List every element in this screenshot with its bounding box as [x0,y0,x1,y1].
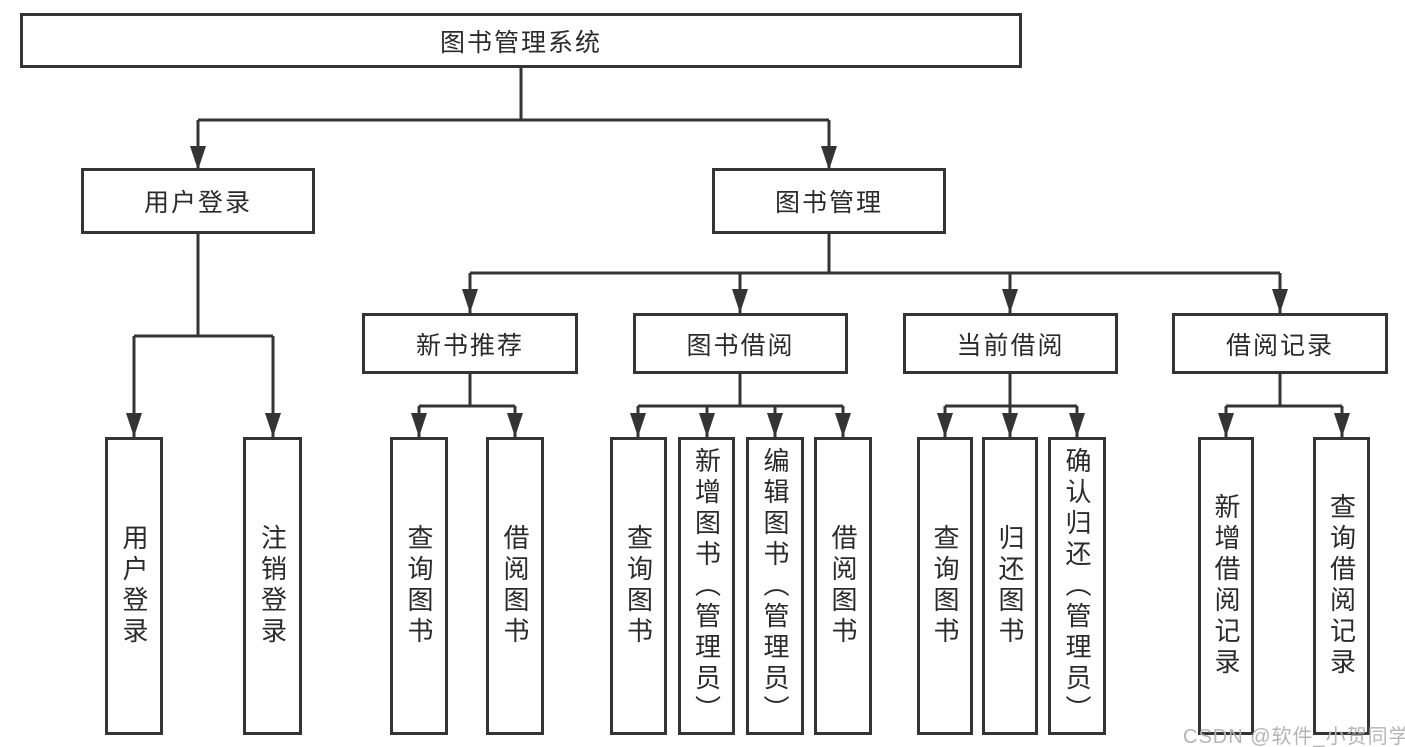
leaf-query-borrow-record-label: 查询借阅记录 [1326,493,1357,679]
leaf-logout-label: 注销登录 [257,524,288,648]
leaf-borrow-books-recommend: 借阅图书 [486,437,544,735]
leaf-query-books-recommend: 查询图书 [390,437,448,735]
arrowhead-icons [126,146,1350,437]
leaf-confirm-return-admin: 确认归还（管理员） [1048,437,1106,735]
node-borrowing-records: 借阅记录 [1172,313,1388,374]
leaf-query-books-borrowing: 查询图书 [610,437,667,735]
leaf-borrow-books-recommend-label: 借阅图书 [500,524,530,648]
leaf-query-books-recommend-label: 查询图书 [404,524,434,648]
leaf-query-books-current-label: 查询图书 [930,524,960,648]
node-book-management: 图书管理 [712,168,946,234]
node-new-book-recommend-label: 新书推荐 [415,331,524,360]
leaf-query-books-borrowing-label: 查询图书 [623,524,654,648]
leaf-return-books-label: 归还图书 [995,524,1025,648]
leaf-borrow-books-borrowing: 借阅图书 [814,437,872,735]
node-current-borrowing-label: 当前借阅 [956,331,1065,360]
node-borrowing-records-label: 借阅记录 [1225,331,1334,360]
node-current-borrowing: 当前借阅 [903,313,1118,374]
leaf-return-books: 归还图书 [982,437,1038,735]
node-new-book-recommend: 新书推荐 [362,313,578,374]
leaf-add-borrow-record: 新增借阅记录 [1198,437,1254,735]
leaf-add-borrow-record-label: 新增借阅记录 [1211,493,1241,679]
leaf-query-borrow-record: 查询借阅记录 [1313,437,1370,735]
node-root: 图书管理系统 [20,13,1022,68]
watermark-text: CSDN @软件_小贺同学 [1183,726,1405,747]
node-book-borrowing-label: 图书借阅 [686,331,795,360]
node-book-borrowing: 图书借阅 [633,313,848,374]
connector-lines [132,68,1344,437]
leaf-query-books-current: 查询图书 [917,437,973,735]
leaf-add-books-admin: 新增图书（管理员） [678,437,735,735]
node-user-login-label: 用户登录 [143,189,252,217]
leaf-edit-books-admin-label: 编辑图书（管理员） [760,446,790,726]
node-root-label: 图书管理系统 [439,28,602,57]
leaf-add-books-admin-label: 新增图书（管理员） [691,446,722,726]
leaf-confirm-return-admin-label: 确认归还（管理员） [1062,446,1092,726]
leaf-user-login-label: 用户登录 [119,524,149,648]
leaf-edit-books-admin: 编辑图书（管理员） [746,437,804,735]
leaf-borrow-books-borrowing-label: 借阅图书 [828,524,858,648]
leaf-user-login: 用户登录 [105,437,163,735]
node-book-management-label: 图书管理 [774,189,883,217]
node-user-login: 用户登录 [81,168,315,234]
leaf-logout: 注销登录 [243,437,302,735]
